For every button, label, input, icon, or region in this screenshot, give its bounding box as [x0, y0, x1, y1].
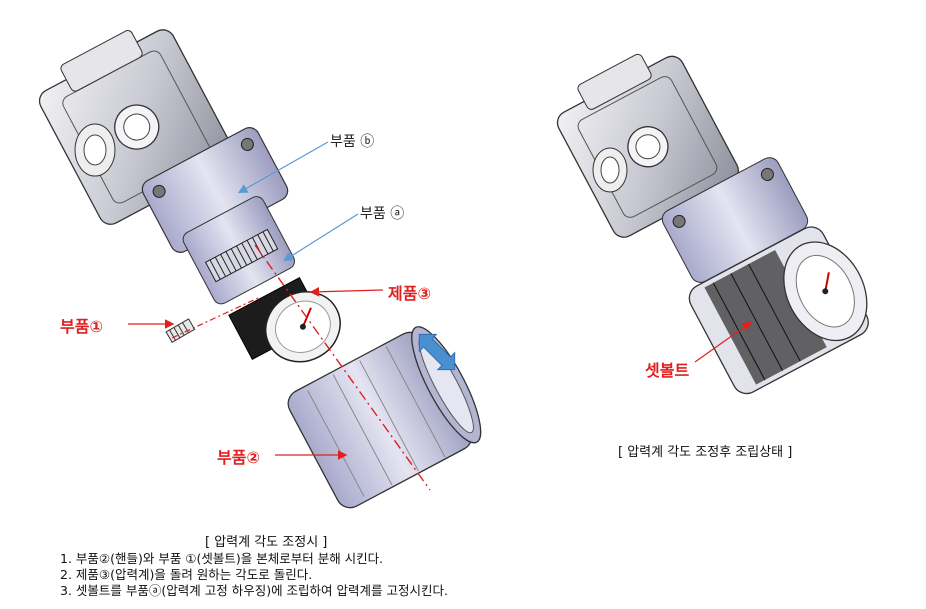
label-part-a: 부품 ⓐ	[360, 206, 405, 222]
leader-set-bolt	[694, 321, 752, 363]
caption-right: [ 압력계 각도 조정후 조립상태 ]	[618, 445, 793, 460]
assembled-regulator	[556, 53, 869, 395]
label-part-1: 부품①	[60, 317, 103, 336]
instruction-3: 3. 셋볼트를 부품ⓐ(압력계 고정 하우징)에 조립하여 압력계를 고정시킨다…	[60, 583, 448, 598]
leader-part-b	[237, 141, 329, 194]
instruction-1: 1. 부품②(핸들)와 부품 ①(셋볼트)을 본체로부터 분해 시킨다.	[60, 551, 384, 566]
leader-product-3	[309, 286, 384, 297]
instruction-2: 2. 제품③(압력계)을 돌려 원하는 각도로 돌린다.	[60, 567, 313, 582]
label-part-b: 부품 ⓑ	[330, 134, 375, 150]
instructions-list: 1. 부품②(핸들)와 부품 ①(셋볼트)을 본체로부터 분해 시킨다. 2. …	[60, 551, 448, 599]
label-set-bolt: 셋볼트	[645, 361, 690, 380]
exploded-regulator	[38, 29, 482, 509]
caption-left: [ 압력계 각도 조정시 ]	[205, 535, 328, 550]
label-product-3: 제품③	[388, 284, 431, 303]
leader-part-a	[282, 213, 359, 262]
label-part-2: 부품②	[217, 448, 260, 467]
